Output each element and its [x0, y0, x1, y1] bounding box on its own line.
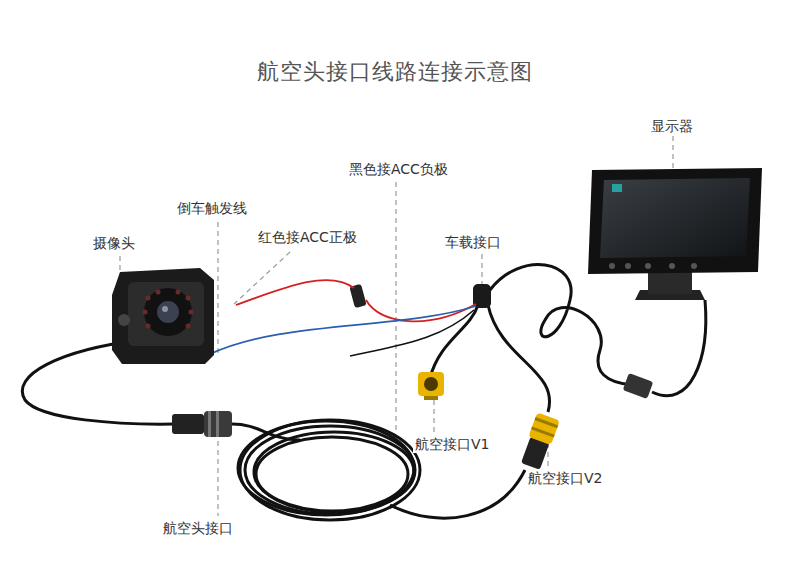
- callout-label: 车载接口: [443, 233, 503, 251]
- aviation-connector: [172, 411, 232, 437]
- callout-label: 显示器: [649, 117, 695, 135]
- callout-label: 摄像头: [91, 234, 137, 252]
- aviation-connector-v1: [418, 372, 444, 400]
- monitor: [588, 168, 762, 300]
- callout-label: 航空接口V1: [413, 435, 491, 453]
- callout-label: 红色接ACC正极: [256, 228, 359, 246]
- callout-label: 航空头接口: [161, 519, 235, 537]
- callout-label: 黑色接ACC负极: [347, 160, 450, 178]
- callout-label: 倒车触发线: [175, 199, 249, 217]
- diagram-title: 航空头接口线路连接示意图: [255, 58, 535, 86]
- callout-label: 航空接口V2: [526, 469, 604, 487]
- camera: [112, 268, 214, 364]
- aviation-connector-v2: [519, 412, 560, 470]
- leader-lines: [120, 136, 673, 516]
